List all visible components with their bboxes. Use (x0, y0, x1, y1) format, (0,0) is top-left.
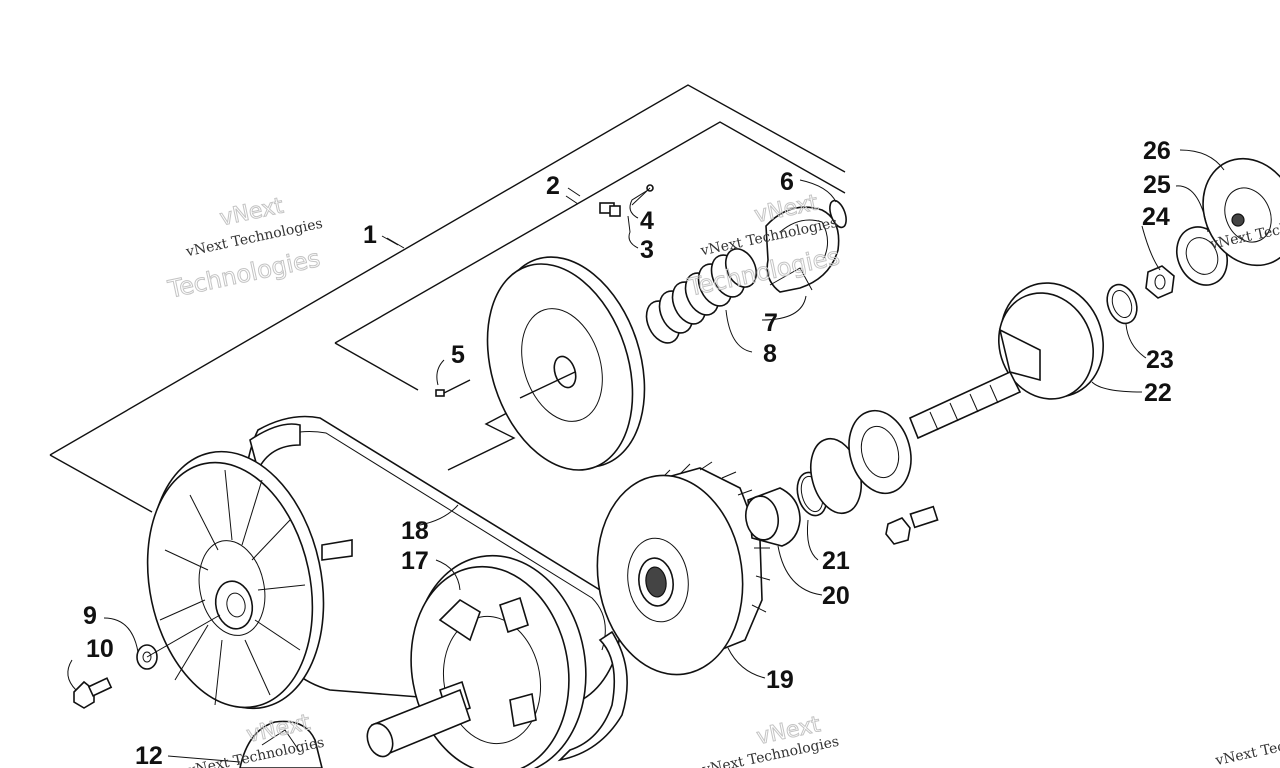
watermark-bottom-right: vNext Technologies (1213, 724, 1280, 768)
driven-sheave (146, 450, 353, 710)
leader-lines (67, 149, 1225, 763)
lower-spider-fragment (239, 720, 323, 768)
callout-21: 21 (822, 547, 850, 575)
callout-12: 12 (135, 742, 163, 768)
callout-25: 25 (1143, 171, 1171, 199)
o-ring (1106, 283, 1138, 325)
callout-10: 10 (86, 635, 114, 663)
cam (765, 206, 840, 293)
callout-9: 9 (83, 602, 97, 630)
callout-24: 24 (1142, 203, 1170, 231)
callout-23: 23 (1146, 346, 1174, 374)
one-way-clutch (1202, 157, 1280, 267)
nut-and-bolt (885, 505, 939, 545)
fixed-sheave (596, 461, 771, 676)
callout-7: 7 (764, 309, 778, 337)
callout-6: 6 (780, 168, 794, 196)
callout-4: 4 (640, 207, 654, 235)
spring (645, 248, 758, 344)
callout-18: 18 (401, 517, 429, 545)
washer-and-bolt (73, 614, 221, 709)
callout-labels: 1 2 3 4 5 6 7 8 9 10 12 17 18 19 20 21 2… (83, 137, 1174, 768)
callout-20: 20 (822, 582, 850, 610)
spacer (744, 487, 801, 547)
callout-8: 8 (763, 340, 777, 368)
watermark-center: vNext vNext Technologies Technologies (684, 190, 843, 302)
assembly-brackets (49, 84, 846, 513)
callout-22: 22 (1144, 379, 1172, 407)
callout-2: 2 (546, 172, 560, 200)
watermark-bottom-center: vNext vNext Technologies (700, 712, 840, 768)
watermark-br-line2: vNext Technologies (1213, 724, 1280, 768)
callout-19: 19 (766, 666, 794, 694)
retaining-ring (829, 199, 847, 229)
nut (1145, 265, 1175, 299)
clutch-shaft-housing (908, 282, 1104, 440)
callout-1: 1 (363, 221, 377, 249)
callout-5: 5 (451, 341, 465, 369)
pin (435, 379, 471, 397)
callout-26: 26 (1143, 137, 1171, 165)
movable-sheave (486, 256, 646, 471)
callout-3: 3 (640, 236, 654, 264)
shoe-and-screw (599, 184, 654, 217)
bearing (810, 409, 912, 515)
callout-17: 17 (401, 547, 429, 575)
spider-assembly (366, 554, 587, 768)
watermark-left: vNext vNext Technologies Technologies (164, 193, 324, 304)
